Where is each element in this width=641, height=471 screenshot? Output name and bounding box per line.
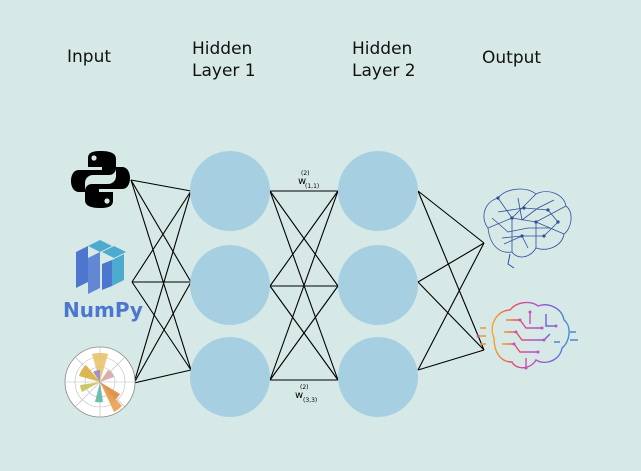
wireframe-brain-icon [483, 188, 572, 269]
weight-bottom-w: w [295, 390, 303, 401]
numpy-wordmark: NumPy [63, 298, 143, 322]
polar-chart-icon [64, 346, 136, 418]
weight-label-top: w (2) (1,1) [298, 170, 319, 190]
weight-bottom-sub: (3,3) [303, 397, 317, 404]
numpy-logo-icon: NumPy [63, 240, 143, 322]
hidden1-node-1 [190, 151, 270, 231]
hidden2-node-3 [338, 337, 418, 417]
hidden-layer-2-label: Hidden Layer 2 [352, 39, 416, 81]
weight-top-w: w [298, 176, 306, 187]
hidden-layer-2-nodes [338, 151, 418, 417]
weight-bottom-sup: (2) [300, 384, 309, 391]
output-layer-label: Output [482, 48, 542, 68]
weight-label-bottom: w (2) (3,3) [295, 384, 317, 404]
input-layer-label: Input [67, 47, 112, 67]
hidden1-to-hidden2-edges [269, 190, 339, 381]
hidden2-node-1 [338, 151, 418, 231]
hidden-layer-1-label: Hidden Layer 1 [192, 39, 256, 81]
weight-top-sub: (1,1) [305, 183, 319, 190]
hidden2-node-2 [338, 245, 418, 325]
input-to-hidden1-edges [130, 179, 192, 384]
weight-top-sup: (2) [301, 170, 310, 177]
hidden1-node-2 [190, 245, 270, 325]
python-logo-icon [71, 151, 130, 208]
circuit-brain-icon [476, 301, 578, 370]
hidden1-node-3 [190, 337, 270, 417]
hidden-layer-1-nodes [190, 151, 270, 417]
hidden2-to-output-edges [417, 190, 485, 371]
